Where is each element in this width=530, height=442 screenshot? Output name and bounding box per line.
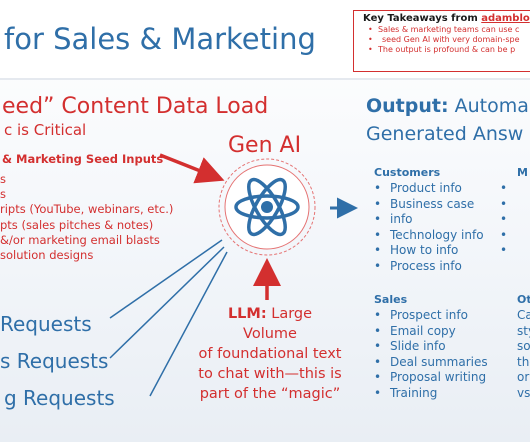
seed-to-genai-arrow bbox=[159, 153, 225, 184]
seed-input-item: solution designs bbox=[0, 248, 94, 263]
takeaways-link[interactable]: adamblo bbox=[481, 13, 530, 24]
key-takeaways-box: Key Takeaways from adamblo Sales & marke… bbox=[353, 10, 530, 72]
request-connector bbox=[109, 239, 223, 319]
customers-item: Process info bbox=[372, 259, 484, 275]
customers-item: Product info bbox=[372, 181, 484, 197]
title-divider bbox=[0, 78, 530, 80]
takeaway-item: Sales & marketing teams can use c bbox=[368, 25, 530, 35]
other-item: or bbox=[517, 370, 530, 385]
takeaways-list: Sales & marketing teams can use c seed G… bbox=[354, 25, 530, 55]
customers-list: Product info Business case info Technolo… bbox=[372, 181, 484, 275]
request-connector bbox=[109, 246, 225, 359]
seed-inputs-heading: & Marketing Seed Inputs bbox=[2, 152, 164, 166]
marketing-item: ​ bbox=[498, 181, 516, 197]
output-line: Output: Automa bbox=[366, 92, 529, 120]
sales-item: Proposal writing bbox=[372, 370, 488, 386]
sales-heading: Sales bbox=[374, 293, 408, 306]
other-list: Ca sty so the or vs. bbox=[517, 308, 530, 402]
seed-content-title: eed” Content Data Load bbox=[2, 94, 269, 119]
llm-line1-rest: Large bbox=[266, 306, 313, 322]
other-item: Ca bbox=[517, 308, 530, 322]
sales-item: Prospect info bbox=[372, 308, 488, 324]
genai-label: Gen AI bbox=[228, 133, 302, 158]
takeaway-item: The output is profound & can be p bbox=[368, 45, 530, 55]
other-heading: Ot bbox=[517, 293, 530, 306]
page-title: for Sales & Marketing bbox=[4, 22, 316, 56]
customers-item: Business case bbox=[372, 197, 484, 213]
sales-item: Slide info bbox=[372, 339, 488, 355]
seed-input-item: pts (sales pitches & notes) bbox=[0, 217, 154, 232]
other-item: vs. bbox=[517, 385, 530, 400]
takeaways-heading-text: Key Takeaways from bbox=[363, 13, 482, 24]
output-line: Generated Answ bbox=[366, 123, 524, 145]
request-label: g Requests bbox=[4, 386, 115, 410]
seed-inputs-list: s s ripts (YouTube, webinars, etc.) pts … bbox=[0, 172, 173, 263]
marketing-item: ​ bbox=[498, 197, 516, 213]
marketing-list: ​ ​ ​ ​ ​ bbox=[498, 181, 516, 259]
seed-input-item: s bbox=[0, 172, 6, 186]
seed-input-item: ripts (YouTube, webinars, etc.) bbox=[0, 202, 174, 217]
marketing-item: ​ bbox=[498, 228, 516, 244]
output-strong: Output: bbox=[366, 95, 449, 117]
llm-description: LLM: Large Volume of foundational text t… bbox=[190, 304, 350, 404]
atom-icon bbox=[234, 177, 300, 237]
other-item: so bbox=[517, 339, 530, 354]
genai-outer-ring bbox=[218, 158, 316, 256]
llm-line: Volume bbox=[190, 324, 350, 344]
request-connector bbox=[149, 251, 228, 397]
llm-line: part of the “magic” bbox=[199, 386, 341, 402]
seed-content-subtitle: c is Critical bbox=[4, 121, 87, 139]
marketing-item: ​ bbox=[498, 212, 516, 228]
marketing-heading: M bbox=[517, 166, 528, 179]
seed-input-item: &/or marketing email blasts bbox=[0, 232, 160, 247]
llm-strong: LLM: bbox=[227, 306, 267, 322]
request-label: Requests bbox=[0, 312, 92, 336]
customers-item: How to info bbox=[372, 243, 484, 259]
takeaway-item: seed Gen AI with very domain-spe bbox=[368, 35, 530, 45]
customers-item: info bbox=[372, 212, 484, 228]
seed-input-item: s bbox=[0, 187, 6, 202]
customers-heading: Customers bbox=[374, 166, 441, 179]
sales-item: Deal summaries bbox=[372, 355, 488, 371]
other-item: the bbox=[517, 354, 530, 369]
llm-line: to chat with—this is bbox=[198, 366, 342, 382]
marketing-item: ​ bbox=[498, 243, 516, 259]
llm-line: of foundational text bbox=[198, 346, 342, 362]
customers-item: Technology info bbox=[372, 228, 484, 244]
sales-list: Prospect info Email copy Slide info Deal… bbox=[372, 308, 488, 402]
llm-line: LLM: Large bbox=[190, 304, 350, 324]
takeaways-heading: Key Takeaways from adamblo bbox=[363, 13, 530, 24]
output-line1-rest: Automa bbox=[448, 95, 529, 117]
request-label: s Requests bbox=[0, 349, 109, 373]
llm-line2: Volume bbox=[243, 326, 297, 342]
sales-item: Training bbox=[372, 386, 488, 402]
other-item: sty bbox=[517, 323, 530, 338]
output-title: Output: Automa Generated Answ bbox=[366, 92, 529, 148]
sales-item: Email copy bbox=[372, 324, 488, 340]
